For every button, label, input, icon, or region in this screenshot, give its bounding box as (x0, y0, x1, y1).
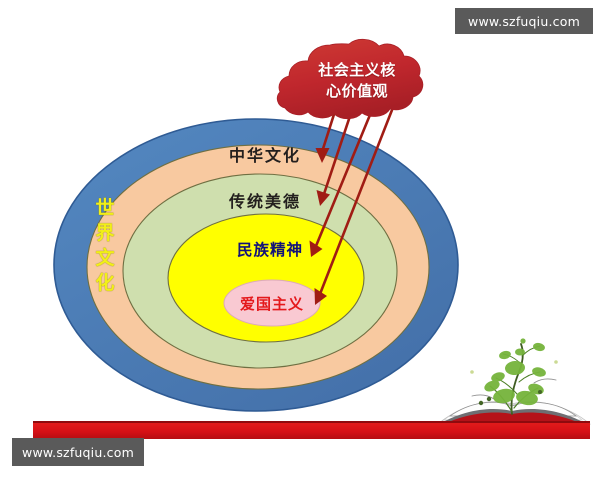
socialist-core-values-cloud[interactable] (276, 38, 424, 120)
red-bar (33, 421, 590, 439)
arrow-to-traditional-virtue (316, 108, 354, 206)
arrow-group (309, 106, 394, 305)
arrow-to-chinese-culture (315, 106, 338, 163)
arrow-to-patriotism (314, 108, 394, 305)
watermark-bottom-left: www.szfuqiu.com (12, 438, 144, 466)
plant-leaves (470, 338, 558, 406)
watermark-top-right: www.szfuqiu.com (455, 8, 593, 34)
arrow-to-national-spirit (309, 108, 374, 257)
concentric-rings (53, 118, 459, 412)
ring-patriotism[interactable] (223, 279, 321, 327)
